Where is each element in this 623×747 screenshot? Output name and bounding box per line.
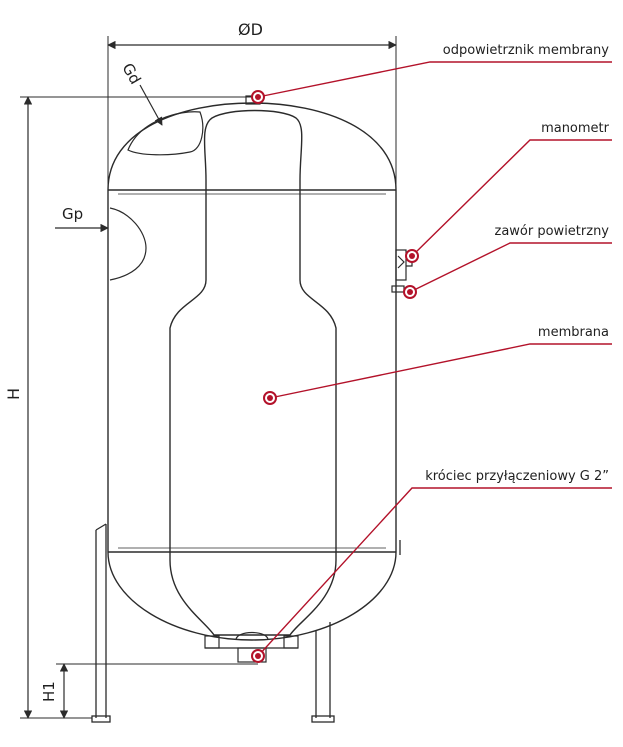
callout-label-membrana: membrana [537,325,609,340]
callout-label-zawor: zawór powietrzny [494,224,610,239]
callout-label-odpowietrznik: odpowietrznik membrany [442,43,609,58]
leg-height-label: H1 [40,681,58,702]
side-opening [109,207,147,281]
callout-dot-manometr [405,249,419,263]
membrane [169,109,337,636]
callout-label-krociec: króciec przyłączeniowy G 2” [425,469,609,484]
top-opening [127,111,204,156]
callout-dot-membrana [263,391,277,405]
callout-dot-odpowietrznik [251,90,265,104]
gp-label: Gp [62,205,84,223]
tank-body [107,102,397,641]
legs [91,523,401,723]
diameter-label: ØD [238,20,263,39]
height-label: H [4,387,23,400]
gd-arrow [139,84,163,126]
callout-lines [257,61,612,657]
callout-label-manometr: manometr [541,121,609,136]
callout-dots [251,90,419,663]
callout-dot-zawor [403,285,417,299]
callout-dot-krociec [251,649,265,663]
bottom-fittings [204,631,299,663]
